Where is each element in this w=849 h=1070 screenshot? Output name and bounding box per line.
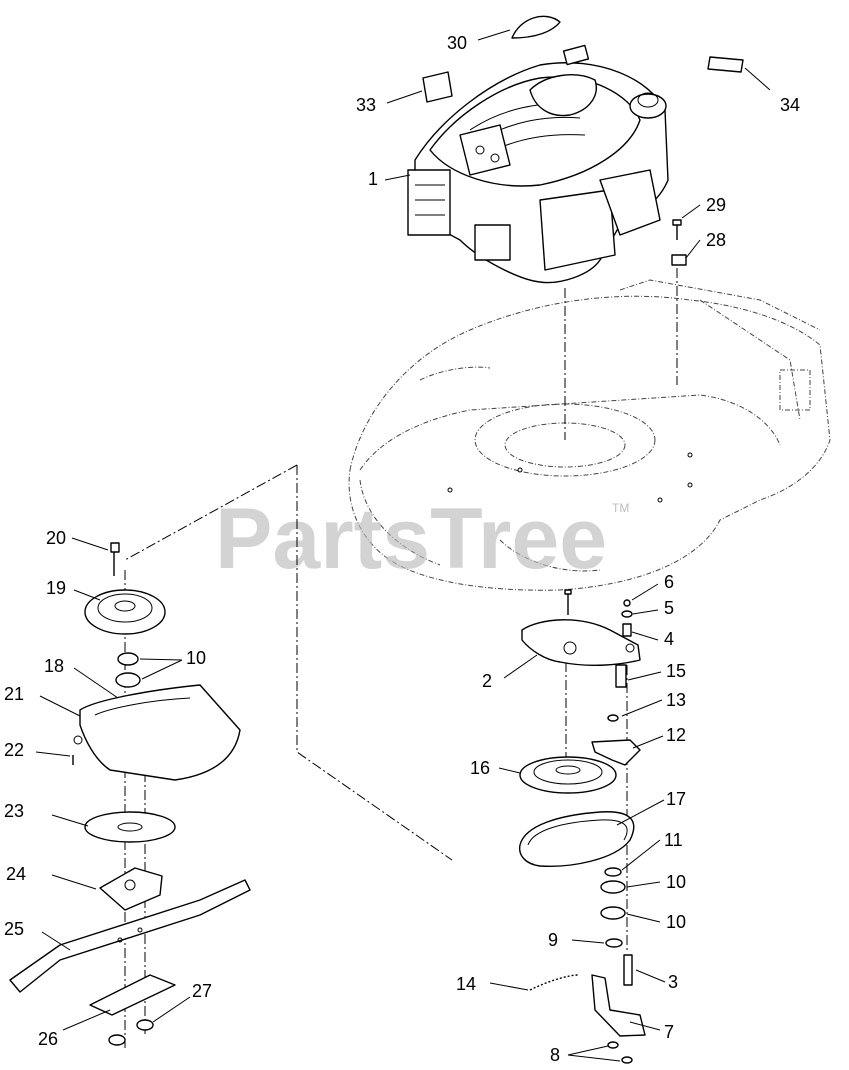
blade-assembly: [9, 542, 251, 1046]
callout-8: 8: [550, 1045, 560, 1065]
callout-15: 14: [456, 974, 476, 994]
callout-20: 19: [46, 578, 66, 598]
leader-lines: [35, 29, 771, 1062]
watermark: PartsTree TM: [215, 491, 629, 587]
callout-25: 24: [6, 864, 26, 884]
callout-17: 16: [470, 758, 490, 778]
callout-4: 4: [664, 629, 674, 649]
callout-10-left: 10: [186, 648, 206, 668]
callout-24: 23: [4, 801, 24, 821]
callout-12: 11: [664, 830, 683, 850]
callout-14: 13: [666, 690, 686, 710]
mower-deck: [348, 279, 831, 591]
callout-22: 21: [4, 684, 24, 704]
callout-32: 30: [447, 33, 467, 53]
idler-assembly: [518, 589, 646, 1064]
callout-29: 28: [706, 230, 726, 250]
callout-34: 34: [780, 95, 800, 115]
callout-16: 15: [666, 661, 686, 681]
callout-30: 29: [706, 195, 726, 215]
watermark-text: PartsTree: [215, 491, 607, 587]
callout-18: 17: [666, 789, 686, 809]
engine-cover-cap: [511, 15, 561, 39]
callout-26: 25: [4, 919, 24, 939]
callout-9: 9: [548, 930, 558, 950]
callout-23: 22: [4, 740, 24, 760]
callout-labels: 30 33 1 34 29 28 6 5 4 2 15 13 12 16 17 …: [4, 33, 800, 1065]
callout-33: 33: [356, 95, 376, 115]
callout-6: 6: [664, 572, 674, 592]
engine-bolt-group: [671, 219, 687, 266]
decal-label: [707, 56, 744, 73]
callout-2: 2: [482, 671, 492, 691]
callout-13: 12: [666, 725, 686, 745]
callout-7: 7: [664, 1022, 674, 1042]
callout-19: 18: [44, 656, 64, 676]
callout-28: 27: [192, 981, 212, 1001]
callout-1: 1: [368, 169, 378, 189]
callout-21: 20: [46, 528, 66, 548]
callout-5: 5: [664, 598, 674, 618]
callout-3: 3: [668, 972, 678, 992]
part-bracket-2: [521, 619, 641, 667]
engine-assembly: [407, 44, 669, 284]
watermark-trademark: TM: [612, 501, 629, 515]
callout-27: 26: [38, 1029, 58, 1049]
decal-side: [422, 71, 453, 103]
callout-11: 10: [666, 872, 686, 892]
callout-10-right: 10: [666, 912, 686, 932]
